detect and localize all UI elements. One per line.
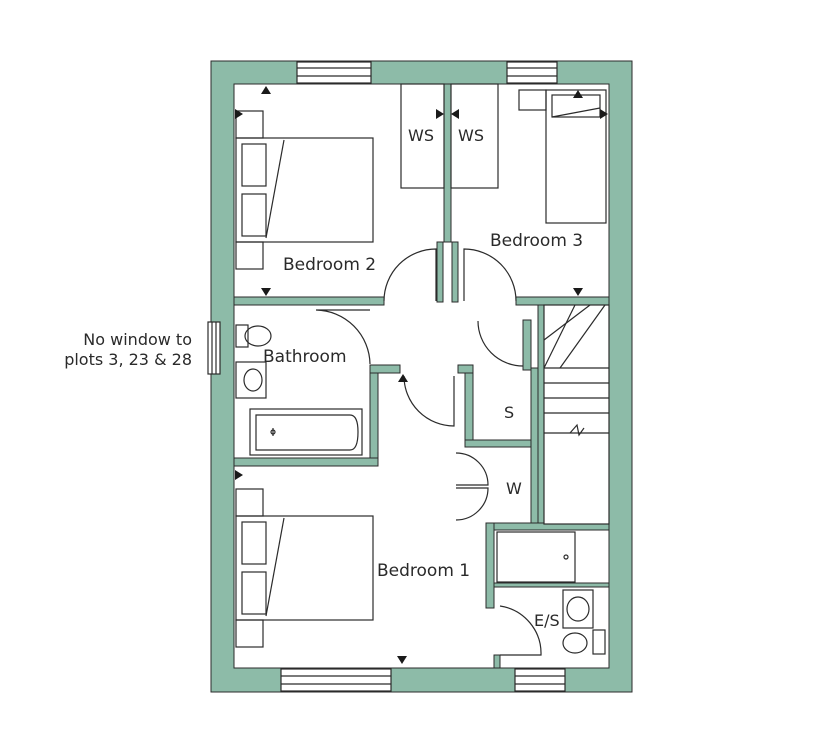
ensuite-toilet-bowl — [562, 632, 588, 654]
bedside-bed1-bottom — [235, 619, 264, 648]
wall-ensuite-mid — [493, 582, 610, 588]
wall-store-bottom — [464, 439, 539, 448]
windows — [207, 61, 566, 692]
door-store — [477, 320, 524, 367]
wardrobe-right — [450, 83, 499, 189]
staircase — [543, 304, 610, 525]
label-wardrobe: W — [506, 479, 522, 498]
door-bedroom-3 — [463, 248, 517, 302]
window-bathroom — [207, 321, 221, 375]
label-ensuite: E/S — [534, 611, 560, 630]
bath — [249, 408, 363, 456]
door-ensuite — [499, 605, 542, 656]
bedside-bed3 — [518, 89, 547, 111]
bedside-bed1-top — [235, 488, 264, 517]
bed-bedroom-2 — [235, 137, 374, 243]
window-top-right — [506, 61, 558, 84]
wall-ensuite-left — [485, 522, 495, 609]
label-store: S — [504, 403, 514, 422]
door-bedroom-2 — [383, 248, 437, 302]
wall-bathroom-right — [369, 364, 379, 466]
window-note: No window to plots 3, 23 & 28 — [40, 330, 192, 370]
label-bedroom-3: Bedroom 3 — [490, 231, 583, 251]
window-bottom-left — [280, 668, 392, 692]
wall-bed2-bottom — [233, 296, 385, 306]
wall-between-bedrooms — [443, 83, 452, 243]
label-bathroom: Bathroom — [263, 347, 347, 367]
wall-bed3-bottom — [515, 296, 610, 306]
wall-store-stairs — [522, 319, 532, 371]
window-bottom-right — [514, 668, 566, 692]
door-wardrobe-lower — [455, 487, 489, 521]
toilet-cistern — [235, 324, 249, 348]
door-bathroom — [315, 309, 371, 365]
wall-ensuite-left-lower — [493, 654, 501, 669]
wall-store-right — [530, 367, 539, 524]
wall-stairs-left — [537, 304, 545, 526]
label-bedroom-1: Bedroom 1 — [377, 561, 470, 581]
stair-area — [543, 304, 610, 525]
ensuite-basin — [562, 589, 594, 629]
wall-store-left — [464, 371, 474, 447]
ensuite-fixtures — [496, 531, 606, 655]
wardrobes — [400, 83, 499, 189]
door-bedroom-1 — [403, 375, 455, 427]
doors — [315, 248, 542, 656]
wall-between-bedrooms-lower — [436, 241, 444, 303]
internal-walls — [233, 83, 610, 669]
toilet-bowl — [244, 325, 272, 347]
wall-bathroom-bottom — [233, 457, 379, 467]
label-bedroom-2: Bedroom 2 — [283, 255, 376, 275]
bed-bedroom-1 — [235, 515, 374, 621]
wardrobe-left — [400, 83, 445, 189]
shower-tray — [496, 531, 576, 583]
label-wardrobe-left: WS — [408, 126, 434, 145]
wall-between-bedrooms-lower-2 — [451, 241, 459, 303]
wall-bathroom-top-right — [369, 364, 401, 374]
bedside-bed2-top — [235, 110, 264, 139]
window-note-line-1: No window to — [83, 330, 192, 349]
markers — [235, 86, 608, 664]
label-wardrobe-right: WS — [458, 126, 484, 145]
bathroom-fixtures — [235, 324, 363, 456]
window-note-line-2: plots 3, 23 & 28 — [64, 350, 192, 369]
door-wardrobe-upper — [455, 452, 489, 486]
basin — [235, 361, 267, 399]
wall-store-top-left — [457, 364, 474, 374]
ensuite-toilet-cistern — [592, 629, 606, 655]
beds — [235, 89, 607, 648]
bed-bedroom-3 — [545, 89, 607, 224]
bedside-bed2-bottom — [235, 241, 264, 270]
window-top-left — [296, 61, 372, 84]
